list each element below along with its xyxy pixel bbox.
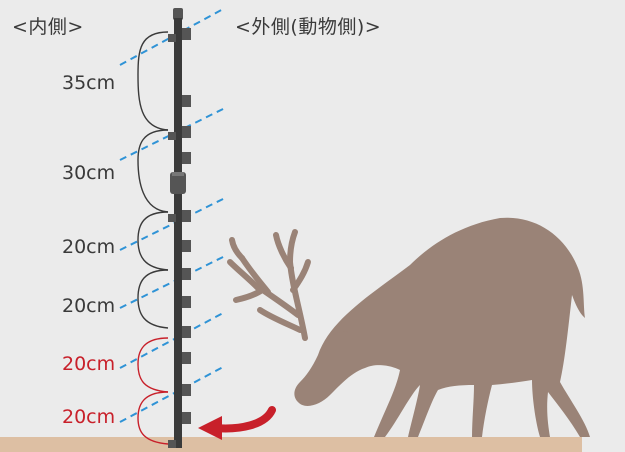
- wire: [119, 107, 226, 161]
- curved-arrow-left-icon: [198, 406, 276, 440]
- brace: [137, 211, 169, 271]
- fence-post: [168, 8, 191, 448]
- spacing-label-highlight: 20cm: [62, 406, 116, 428]
- wire: [119, 311, 226, 369]
- spacing-label: 20cm: [62, 295, 116, 317]
- spacing-label: 35cm: [62, 72, 116, 94]
- wire: [119, 197, 226, 251]
- spacing-label-highlight: 20cm: [62, 353, 116, 375]
- ground: [0, 437, 582, 452]
- wire: [119, 7, 226, 66]
- antler-icon: [227, 229, 311, 341]
- brace: [137, 391, 169, 445]
- brace: [137, 31, 169, 131]
- brace: [137, 337, 169, 393]
- brace: [137, 269, 169, 329]
- spacing-braces: [137, 31, 169, 445]
- wire: [119, 255, 226, 309]
- brace: [137, 129, 169, 213]
- wire-group: [119, 7, 226, 423]
- deer-icon: [294, 217, 590, 437]
- wire: [119, 365, 226, 423]
- outside-label: <外側(動物側)>: [235, 16, 382, 38]
- spacing-label: 30cm: [62, 162, 116, 184]
- spacing-label: 20cm: [62, 236, 116, 258]
- inside-label: <内側>: [12, 16, 84, 38]
